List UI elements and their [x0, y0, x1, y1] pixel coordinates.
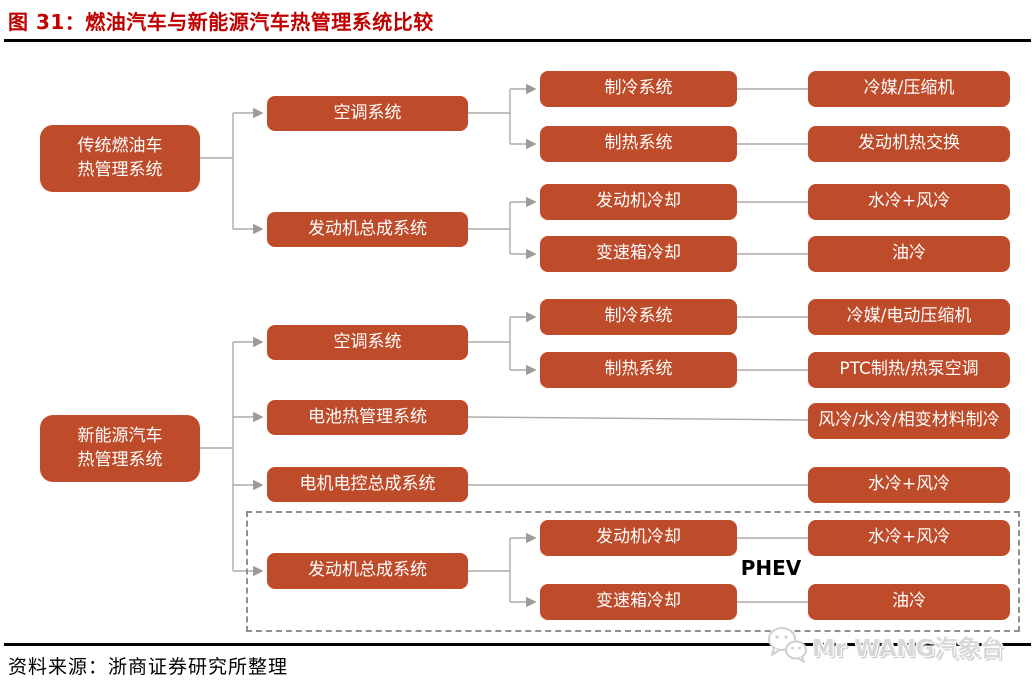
fuel-engine-assembly: 发动机总成系统: [267, 212, 468, 247]
phev-label: PHEV: [740, 556, 802, 580]
watermark-text: Mr WANG汽象台: [812, 636, 1004, 662]
fuel-heating-system: 制热系统: [540, 126, 737, 162]
fuel-water-air-cooling: 水冷+风冷: [808, 184, 1010, 220]
fuel-oil-cooling: 油冷: [808, 236, 1010, 272]
fuel-root: 传统燃油车 热管理系统: [40, 125, 200, 192]
source-note: 资料来源：浙商证券研究所整理: [8, 656, 289, 678]
nev-cooling-system: 制冷系统: [540, 299, 737, 335]
nev-gearbox-cooling: 变速箱冷却: [540, 584, 737, 620]
wechat-icon: [766, 624, 808, 668]
nev-air-water-pcm-cooling: 风冷/水冷/相变材料制冷: [808, 403, 1010, 439]
nev-engine-cooling: 发动机冷却: [540, 520, 737, 556]
fuel-cooling-system: 制冷系统: [540, 71, 737, 107]
nev-water-air-cooling: 水冷+风冷: [808, 467, 1010, 503]
fuel-engine-heat-exchange: 发动机热交换: [808, 126, 1010, 162]
title-divider: [4, 39, 1031, 42]
phev-dashed-group: [246, 511, 1020, 632]
watermark: Mr WANG汽象台: [766, 624, 1004, 668]
figure-title: 图 31：燃油汽车与新能源汽车热管理系统比较: [8, 10, 434, 34]
nev-phev-oil-cooling: 油冷: [808, 584, 1010, 620]
nev-ac-system: 空调系统: [267, 325, 468, 360]
nev-ptc-heatpump: PTC制热/热泵空调: [808, 352, 1010, 388]
footer-divider: [4, 643, 1031, 646]
fuel-gearbox-cooling: 变速箱冷却: [540, 236, 737, 272]
nev-phev-water-air-cooling: 水冷+风冷: [808, 520, 1010, 556]
connector-line: [467, 416, 809, 421]
nev-heating-system: 制热系统: [540, 352, 737, 388]
nev-battery-thermal: 电池热管理系统: [267, 400, 468, 435]
fuel-ac-system: 空调系统: [267, 96, 468, 131]
nev-engine-assembly: 发动机总成系统: [267, 553, 468, 589]
nev-root: 新能源汽车 热管理系统: [40, 415, 200, 482]
nev-motor-control-assembly: 电机电控总成系统: [267, 467, 468, 502]
fuel-engine-cooling: 发动机冷却: [540, 184, 737, 220]
fuel-refrigerant-compressor: 冷媒/压缩机: [808, 71, 1010, 107]
nev-refrigerant-e-compressor: 冷媒/电动压缩机: [808, 299, 1010, 335]
